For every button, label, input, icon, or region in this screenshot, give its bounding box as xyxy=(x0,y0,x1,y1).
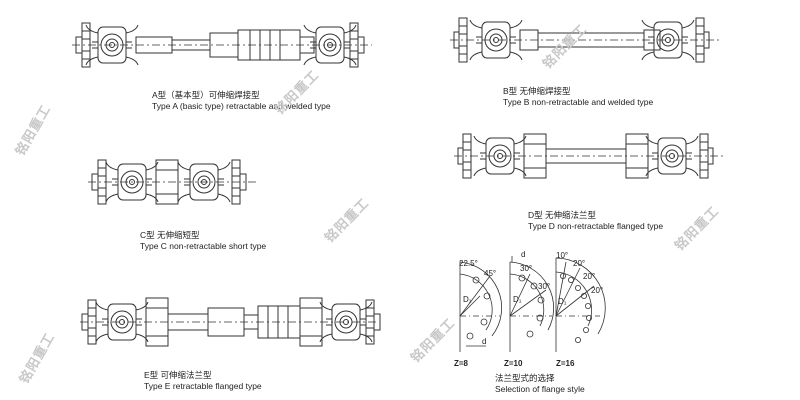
z16-angle-2: 20° xyxy=(573,259,585,268)
type-a-shaft xyxy=(72,22,372,68)
flange-style-diagrams xyxy=(459,256,606,352)
flange-z16 xyxy=(555,257,606,352)
caption-flange-style: 法兰型式的选择 Selection of flange style xyxy=(495,373,585,395)
caption-type-b-en: Type B non-retractable and welded type xyxy=(503,97,654,107)
z10-diameter-label: D₁ xyxy=(513,295,522,304)
caption-type-c-en: Type C non-retractable short type xyxy=(140,241,267,251)
z10-angle-2: 30° xyxy=(538,282,550,291)
caption-type-d: D型 无伸缩法兰型 Type D non-retractable flanged… xyxy=(528,210,663,232)
caption-flange-en: Selection of flange style xyxy=(495,384,585,394)
z16-diameter-label: D₁ xyxy=(558,297,567,306)
type-b-shaft xyxy=(450,17,720,63)
caption-type-b-cn: B型 无伸缩焊接型 xyxy=(503,86,571,96)
caption-type-c-cn: C型 无伸缩短型 xyxy=(140,230,200,240)
caption-type-a-cn: A型（基本型）可伸缩焊接型 xyxy=(152,90,260,100)
caption-type-c: C型 无伸缩短型 Type C non-retractable short ty… xyxy=(140,230,266,252)
caption-type-a-en: Type A (basic type) retractable and weld… xyxy=(152,101,331,111)
flange-z8 xyxy=(459,261,502,352)
type-e-shaft xyxy=(80,297,381,347)
caption-type-e-en: Type E retractable flanged type xyxy=(144,381,262,391)
caption-type-d-cn: D型 无伸缩法兰型 xyxy=(528,210,597,220)
type-c-shaft xyxy=(88,159,258,205)
z8-angle-1: 22.5° xyxy=(459,259,478,268)
flange-z10 xyxy=(509,256,555,352)
z16-angle-3: 20° xyxy=(583,272,595,281)
caption-type-d-en: Type D non-retractable flanged type xyxy=(528,221,664,231)
z8-teeth-label: Z=8 xyxy=(454,359,469,368)
z8-diameter-label: D₁ xyxy=(463,295,472,304)
z10-teeth-label: Z=10 xyxy=(504,359,523,368)
type-d-shaft xyxy=(454,133,724,179)
z16-angle-4: 20° xyxy=(591,286,603,295)
caption-type-e: E型 可伸缩法兰型 Type E retractable flanged typ… xyxy=(144,370,262,392)
z16-teeth-label: Z=16 xyxy=(556,359,575,368)
z8-angle-2: 45° xyxy=(484,269,496,278)
caption-type-a: A型（基本型）可伸缩焊接型 Type A (basic type) retrac… xyxy=(152,90,331,112)
caption-flange-cn: 法兰型式的选择 xyxy=(495,373,555,383)
z8-hole-label: d xyxy=(482,337,486,346)
z10-hole-label: d xyxy=(521,250,525,259)
caption-type-e-cn: E型 可伸缩法兰型 xyxy=(144,370,212,380)
z10-angle-1: 30° xyxy=(520,264,532,273)
z16-angle-1: 10° xyxy=(556,251,568,260)
caption-type-b: B型 无伸缩焊接型 Type B non-retractable and wel… xyxy=(503,86,653,108)
